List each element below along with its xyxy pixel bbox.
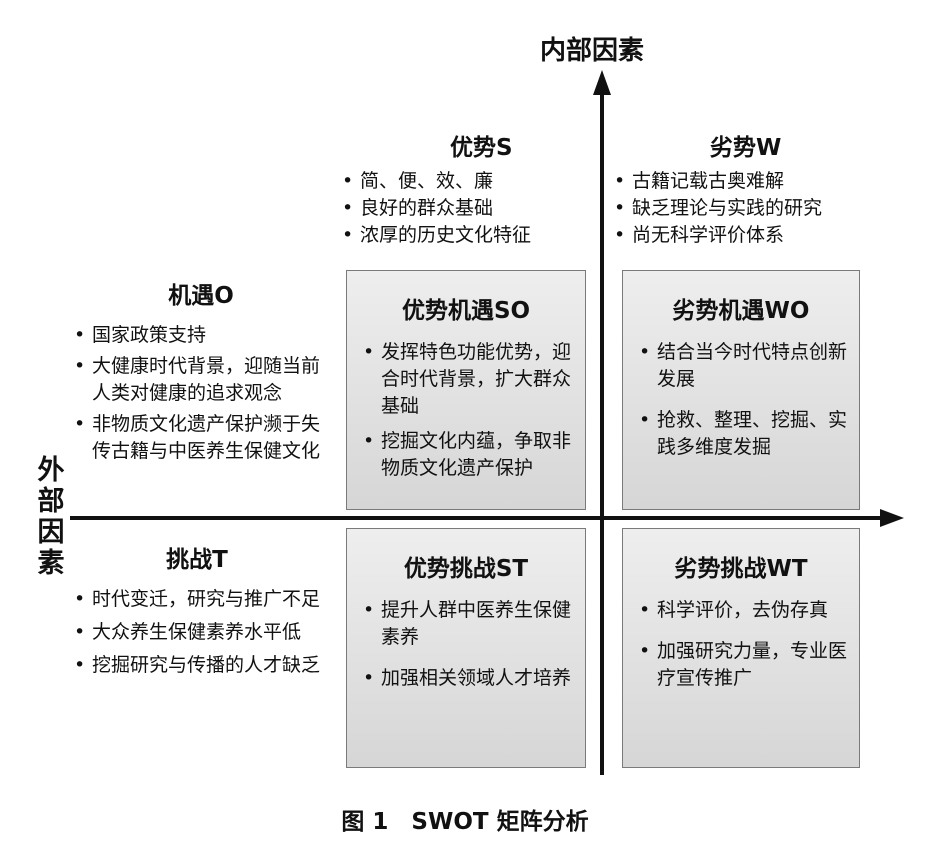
- list-item: 大众养生保健素养水平低: [72, 619, 322, 646]
- list-item: 发挥特色功能优势，迎合时代背景，扩大群众基础: [361, 339, 575, 420]
- list-item: 缺乏理论与实践的研究: [612, 195, 902, 222]
- wt-title: 劣势挑战WT: [674, 556, 808, 582]
- threats-title: 挑战T: [166, 547, 228, 573]
- st-list: 提升人群中医养生保健素养 加强相关领域人才培养: [347, 597, 585, 692]
- list-item: 时代变迁，研究与推广不足: [72, 586, 322, 613]
- list-item: 科学评价，去伪存真: [637, 597, 849, 624]
- threats-list: 时代变迁，研究与推广不足 大众养生保健素养水平低 挖掘研究与传播的人才缺乏: [72, 586, 322, 679]
- list-item: 良好的群众基础: [340, 195, 595, 222]
- list-item: 提升人群中医养生保健素养: [361, 597, 575, 651]
- weaknesses-list: 古籍记载古奥难解 缺乏理论与实践的研究 尚无科学评价体系: [612, 168, 902, 249]
- opportunities-title: 机遇O: [168, 283, 234, 309]
- wo-list: 结合当今时代特点创新发展 抢救、整理、挖掘、实践多维度发掘: [623, 339, 859, 461]
- opportunities-list: 国家政策支持 大健康时代背景，迎随当前人类对健康的追求观念 非物质文化遗产保护濒…: [72, 322, 330, 465]
- list-item: 抢救、整理、挖掘、实践多维度发掘: [637, 407, 849, 461]
- so-strategy-box: 优势机遇SO 发挥特色功能优势，迎合时代背景，扩大群众基础 挖掘文化内蕴，争取非…: [346, 270, 586, 510]
- horizontal-axis-label-char: 素: [37, 548, 65, 579]
- list-item: 非物质文化遗产保护濒于失传古籍与中医养生保健文化: [72, 411, 330, 465]
- horizontal-axis-label: 外 部 因 素: [36, 455, 66, 579]
- wo-title: 劣势机遇WO: [672, 298, 810, 324]
- list-item: 简、便、效、廉: [340, 168, 595, 195]
- threats-section: 挑战T 时代变迁，研究与推广不足 大众养生保健素养水平低 挖掘研究与传播的人才缺…: [72, 540, 322, 679]
- figure-caption: 图 1 SWOT 矩阵分析: [341, 809, 589, 835]
- wt-strategy-box: 劣势挑战WT 科学评价，去伪存真 加强研究力量，专业医疗宣传推广: [622, 528, 860, 768]
- list-item: 结合当今时代特点创新发展: [637, 339, 849, 393]
- list-item: 古籍记载古奥难解: [612, 168, 902, 195]
- strengths-list: 简、便、效、廉 良好的群众基础 浓厚的历史文化特征: [340, 168, 595, 249]
- strengths-title: 优势S: [450, 135, 513, 161]
- so-list: 发挥特色功能优势，迎合时代背景，扩大群众基础 挖掘文化内蕴，争取非物质文化遗产保…: [347, 339, 585, 482]
- st-strategy-box: 优势挑战ST 提升人群中医养生保健素养 加强相关领域人才培养: [346, 528, 586, 768]
- vertical-axis-arrow: [593, 70, 611, 95]
- horizontal-axis-arrow: [880, 509, 904, 527]
- list-item: 国家政策支持: [72, 322, 330, 349]
- strengths-section: 优势S 简、便、效、廉 良好的群众基础 浓厚的历史文化特征: [340, 128, 595, 249]
- horizontal-axis-label-char: 因: [37, 517, 65, 548]
- list-item: 大健康时代背景，迎随当前人类对健康的追求观念: [72, 353, 330, 407]
- list-item: 加强研究力量，专业医疗宣传推广: [637, 638, 849, 692]
- so-title: 优势机遇SO: [401, 298, 531, 324]
- list-item: 尚无科学评价体系: [612, 222, 902, 249]
- horizontal-axis-label-char: 外: [37, 455, 65, 486]
- list-item: 加强相关领域人才培养: [361, 665, 575, 692]
- wo-strategy-box: 劣势机遇WO 结合当今时代特点创新发展 抢救、整理、挖掘、实践多维度发掘: [622, 270, 860, 510]
- list-item: 挖掘文化内蕴，争取非物质文化遗产保护: [361, 428, 575, 482]
- opportunities-section: 机遇O 国家政策支持 大健康时代背景，迎随当前人类对健康的追求观念 非物质文化遗…: [72, 276, 330, 465]
- list-item: 浓厚的历史文化特征: [340, 222, 595, 249]
- st-title: 优势挑战ST: [403, 556, 529, 582]
- vertical-axis-label: 内部因素: [540, 36, 645, 66]
- weaknesses-section: 劣势W 古籍记载古奥难解 缺乏理论与实践的研究 尚无科学评价体系: [612, 128, 902, 249]
- weaknesses-title: 劣势W: [710, 135, 782, 161]
- horizontal-axis-label-char: 部: [37, 486, 65, 517]
- list-item: 挖掘研究与传播的人才缺乏: [72, 652, 322, 679]
- wt-list: 科学评价，去伪存真 加强研究力量，专业医疗宣传推广: [623, 597, 859, 692]
